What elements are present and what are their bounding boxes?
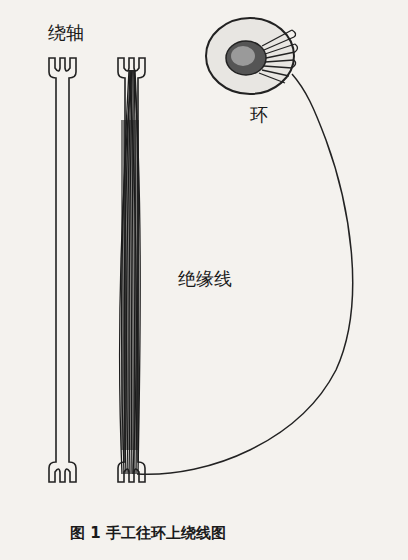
wire-mass	[121, 120, 139, 450]
part-label: 绕轴	[48, 22, 84, 44]
shuttle-bare	[49, 58, 76, 482]
part-label: 环	[250, 104, 268, 126]
figure-caption: 图 1 手工往环上绕线图	[70, 524, 226, 542]
wound-wire-bundle	[120, 70, 141, 474]
part-label: 绝缘线	[178, 268, 232, 290]
shuttle-wound	[118, 58, 145, 482]
ring-windings	[259, 30, 298, 83]
insulated-wire	[137, 74, 353, 474]
ring-core	[206, 18, 294, 94]
